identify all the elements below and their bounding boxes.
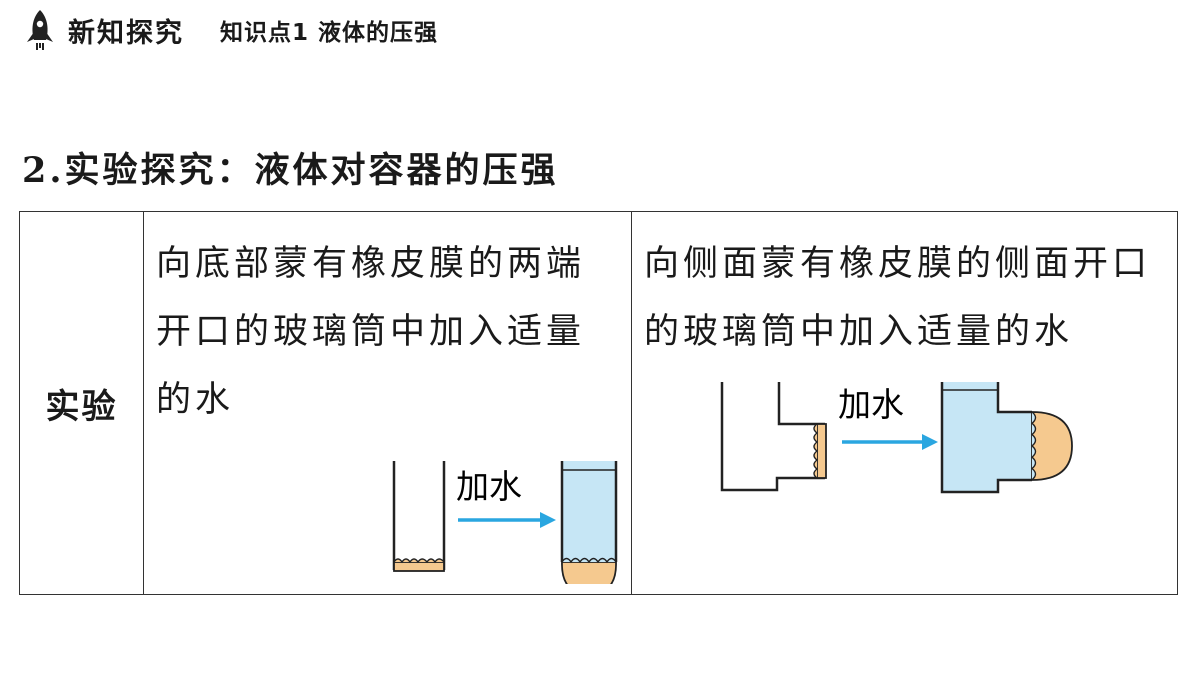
figure-bottom-membrane: 加水 [392, 461, 618, 584]
rocket-icon [27, 10, 53, 50]
cell-bottom-membrane: 向底部蒙有橡皮膜的两端开口的玻璃筒中加入适量的水 加水 [143, 211, 632, 595]
arrow-label-2: 加水 [838, 385, 904, 424]
arrow-right-icon [842, 434, 938, 450]
empty-container [720, 382, 827, 492]
experiment-table: 实验 向底部蒙有橡皮膜的两端开口的玻璃筒中加入适量的水 加水 [19, 211, 1178, 595]
bulging-membrane [561, 561, 617, 584]
arrow-label-1: 加水 [456, 467, 522, 506]
page-heading: 2.实验探究：液体对容器的压强 [22, 150, 559, 191]
cell-text-side: 向侧面蒙有橡皮膜的侧面开口的玻璃筒中加入适量的水 [644, 244, 1152, 352]
figure-side-membrane: 加水 [720, 382, 1073, 494]
slide-header: 新知探究 知识点1 液体的压强 [22, 8, 438, 52]
filled-tube [560, 461, 618, 584]
filled-container [940, 382, 1073, 494]
arrow-right-icon [458, 512, 556, 528]
flat-side-membrane [816, 423, 827, 479]
cell-side-membrane: 向侧面蒙有橡皮膜的侧面开口的玻璃筒中加入适量的水 加水 [631, 211, 1178, 595]
flat-membrane [393, 561, 445, 572]
section-title: 新知探究 [68, 17, 184, 49]
empty-tube [392, 461, 446, 572]
bulging-side-membrane [1031, 411, 1073, 481]
row-label: 实验 [19, 211, 144, 595]
cell-text-bottom: 向底部蒙有橡皮膜的两端开口的玻璃筒中加入适量的水 [156, 244, 586, 420]
topic-title: 知识点1 液体的压强 [220, 20, 439, 46]
